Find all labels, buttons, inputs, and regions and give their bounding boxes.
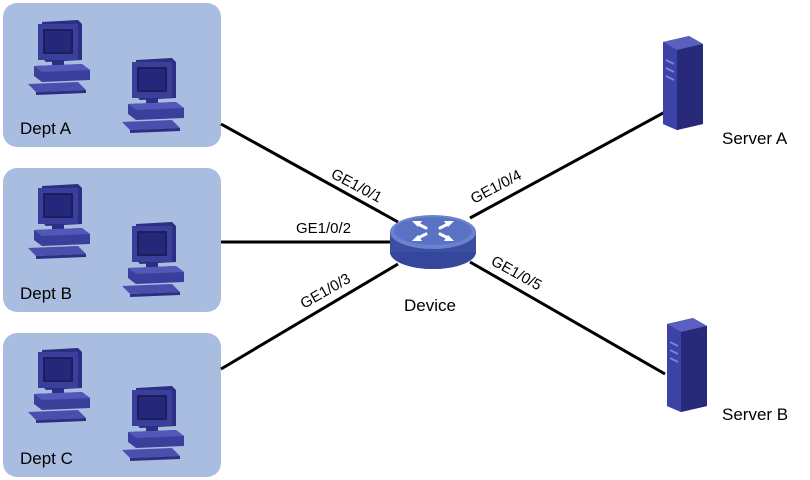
server-a-label: Server A bbox=[722, 129, 788, 148]
device-label: Device bbox=[404, 296, 456, 315]
link-ge1-0-3 bbox=[220, 262, 399, 371]
dept-a-label: Dept A bbox=[20, 119, 72, 138]
dept-c-label: Dept C bbox=[20, 449, 73, 468]
link-ge1-0-5 bbox=[469, 260, 666, 376]
server-icon bbox=[666, 317, 708, 413]
port-label-ge1-0-4: GE1/0/4 bbox=[468, 167, 525, 208]
port-label-ge1-0-2: GE1/0/2 bbox=[296, 220, 351, 237]
dept-b-label: Dept B bbox=[20, 284, 72, 303]
link-ge1-0-4 bbox=[469, 110, 666, 220]
server-icon bbox=[662, 35, 704, 131]
link-ge1-0-1 bbox=[220, 122, 399, 224]
switch-icon bbox=[390, 215, 476, 269]
server-b-label: Server B bbox=[722, 405, 788, 424]
